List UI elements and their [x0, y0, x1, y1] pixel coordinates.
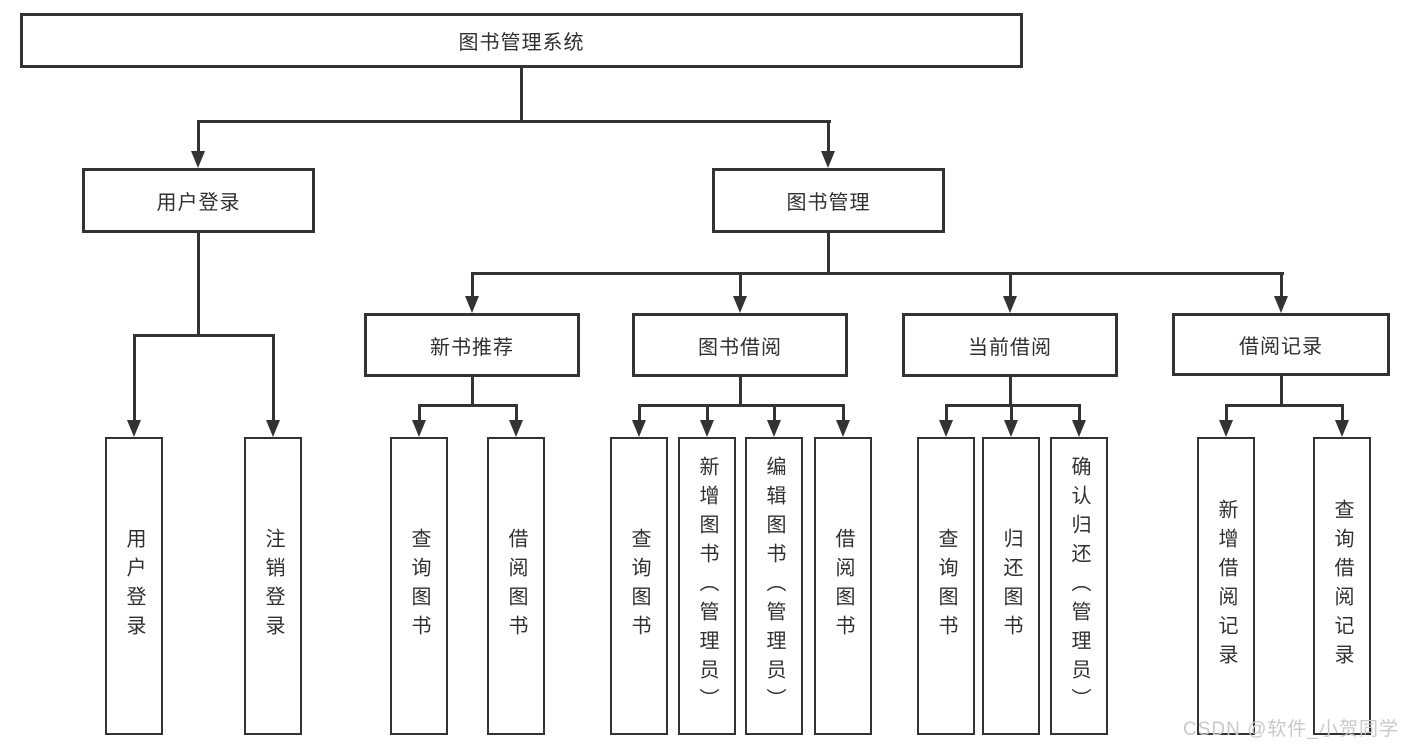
- connector-drop-leaf: [272, 334, 275, 423]
- node-current-borrow-label: 当前借阅: [968, 336, 1052, 359]
- leaf-logout-label: 注销登录: [262, 528, 284, 644]
- arrow-down-icon: [836, 420, 850, 437]
- leaf-query-borrow-record-label: 查询借阅记录: [1331, 499, 1353, 673]
- connector-drop-book-management: [827, 120, 830, 154]
- connector-bookborrow-hline: [638, 404, 845, 407]
- connector-root-hline: [197, 120, 831, 123]
- connector-drop-leaf: [945, 404, 948, 423]
- leaf-query-book-recommend-label: 查询图书: [408, 528, 430, 644]
- leaf-borrow-book: 借阅图书: [814, 437, 872, 735]
- arrow-down-icon: [465, 296, 479, 313]
- connector-drop-leaf: [773, 404, 776, 423]
- node-user-login-label: 用户登录: [156, 192, 241, 214]
- leaf-borrow-book-recommend-label: 借阅图书: [505, 528, 527, 644]
- node-borrow-record: 借阅记录: [1172, 313, 1390, 376]
- leaf-edit-book-admin: 编辑图书（管理员）: [745, 437, 803, 735]
- connector-drop-leaf: [1341, 404, 1344, 423]
- connector-drop-level3: [471, 272, 474, 299]
- node-new-book-recommend-label: 新书推荐: [430, 336, 514, 359]
- node-borrow-record-label: 借阅记录: [1239, 336, 1323, 358]
- node-current-borrow: 当前借阅: [902, 313, 1118, 377]
- connector-drop-level3: [739, 272, 742, 299]
- arrow-down-icon: [632, 420, 646, 437]
- arrow-down-icon: [733, 296, 747, 313]
- connector-drop-leaf: [842, 404, 845, 423]
- connector-drop-leaf: [133, 334, 136, 423]
- connector-drop-level3: [1009, 272, 1012, 299]
- connector-currentborrow-hline: [945, 404, 1081, 407]
- leaf-edit-book-admin-label: 编辑图书（管理员）: [763, 455, 785, 717]
- leaf-query-book-current-label: 查询图书: [935, 528, 957, 644]
- leaf-confirm-return-admin: 确认归还（管理员）: [1050, 437, 1108, 735]
- arrow-down-icon: [821, 151, 835, 168]
- connector-drop-level3: [1280, 272, 1283, 299]
- connector-drop-leaf: [1225, 404, 1228, 423]
- leaf-user-login-label: 用户登录: [123, 528, 145, 644]
- arrow-down-icon: [127, 420, 141, 437]
- leaf-query-book-recommend: 查询图书: [390, 437, 448, 735]
- arrow-down-icon: [191, 151, 205, 168]
- arrow-down-icon: [1274, 296, 1288, 313]
- arrow-down-icon: [1335, 420, 1349, 437]
- node-book-borrow-label: 图书借阅: [698, 336, 782, 359]
- arrow-down-icon: [767, 420, 781, 437]
- connector-drop-leaf: [706, 404, 709, 423]
- arrow-down-icon: [412, 420, 426, 437]
- connector-newbook-vline: [471, 377, 474, 406]
- leaf-borrow-book-recommend: 借阅图书: [487, 437, 545, 735]
- connector-userlogin-vline: [197, 233, 200, 336]
- leaf-user-login: 用户登录: [105, 437, 163, 735]
- node-new-book-recommend: 新书推荐: [364, 313, 580, 377]
- leaf-add-book-admin-label: 新增图书（管理员）: [696, 455, 718, 717]
- leaf-query-book-current: 查询图书: [917, 437, 975, 735]
- node-book-borrow: 图书借阅: [632, 313, 848, 377]
- connector-drop-leaf: [1078, 404, 1081, 423]
- connector-newbook-hline: [418, 404, 518, 407]
- connector-borrowrecord-hline: [1225, 404, 1343, 407]
- leaf-return-book-label: 归还图书: [1000, 528, 1022, 644]
- connector-drop-leaf: [638, 404, 641, 423]
- node-book-management: 图书管理: [712, 168, 945, 233]
- connector-bookmgmt-vline: [827, 233, 830, 275]
- connector-drop-user-login: [197, 120, 200, 154]
- arrow-down-icon: [509, 420, 523, 437]
- connector-drop-leaf: [1010, 404, 1013, 423]
- leaf-query-book-borrow: 查询图书: [610, 437, 668, 735]
- connector-root-vline: [520, 68, 523, 122]
- arrow-down-icon: [1219, 420, 1233, 437]
- connector-bookmgmt-hline: [471, 272, 1284, 275]
- connector-borrowrecord-vline: [1280, 375, 1283, 406]
- node-root-label: 图书管理系统: [458, 32, 585, 54]
- node-book-management-label: 图书管理: [786, 192, 871, 214]
- leaf-return-book: 归还图书: [982, 437, 1040, 735]
- arrow-down-icon: [1004, 420, 1018, 437]
- node-user-login: 用户登录: [82, 168, 315, 233]
- leaf-add-book-admin: 新增图书（管理员）: [678, 437, 736, 735]
- arrow-down-icon: [939, 420, 953, 437]
- leaf-borrow-book-label: 借阅图书: [832, 528, 854, 644]
- arrow-down-icon: [700, 420, 714, 437]
- leaf-add-borrow-record: 新增借阅记录: [1197, 437, 1255, 735]
- connector-drop-leaf: [515, 404, 518, 423]
- arrow-down-icon: [1072, 420, 1086, 437]
- connector-userlogin-hline: [133, 334, 275, 337]
- node-root: 图书管理系统: [20, 13, 1023, 68]
- leaf-logout: 注销登录: [244, 437, 302, 735]
- leaf-confirm-return-admin-label: 确认归还（管理员）: [1068, 455, 1090, 717]
- arrow-down-icon: [1003, 296, 1017, 313]
- leaf-query-borrow-record: 查询借阅记录: [1313, 437, 1371, 735]
- watermark-text: CSDN @软件_小贺同学: [1183, 719, 1399, 740]
- arrow-down-icon: [266, 420, 280, 437]
- connector-drop-leaf: [418, 404, 421, 423]
- leaf-add-borrow-record-label: 新增借阅记录: [1215, 499, 1237, 673]
- leaf-query-book-borrow-label: 查询图书: [628, 528, 650, 644]
- connector-currentborrow-vline: [1009, 377, 1012, 406]
- connector-bookborrow-vline: [739, 377, 742, 406]
